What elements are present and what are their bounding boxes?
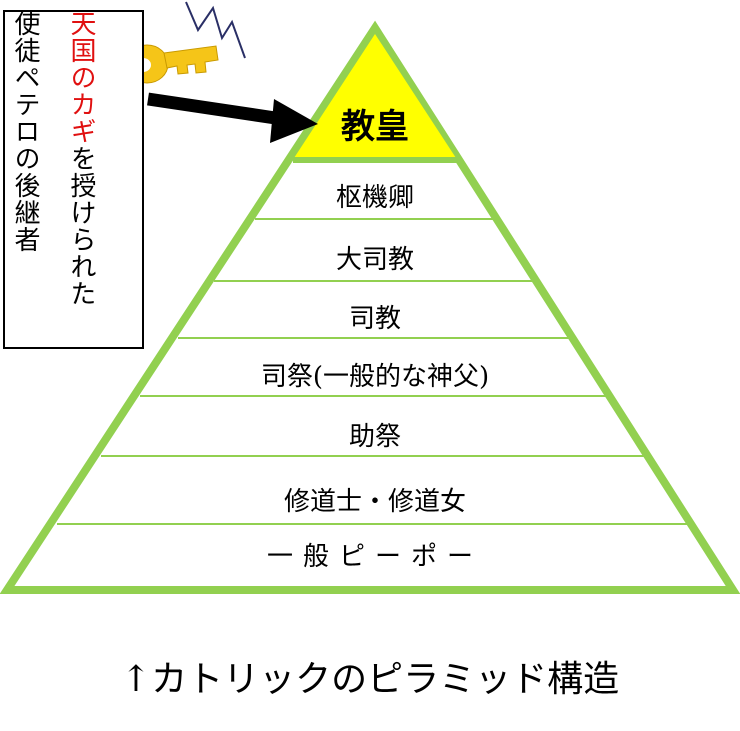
annotation-line: 天国のカギを授けられた [66, 10, 96, 307]
caption: ↑カトリックのピラミッド構造 [120, 659, 620, 700]
sparkle-icon [185, 1, 246, 59]
tier-label: 大司教 [336, 245, 414, 275]
arrow-icon [147, 92, 318, 143]
annotation-line: 使徒ペテロの後継者 [10, 10, 40, 253]
annotation-black-text: を授けられた [66, 145, 96, 307]
annotation-box [3, 10, 144, 349]
tier-label: 司祭(一般的な神父) [261, 362, 489, 392]
tier-label: 修道士・修道女 [284, 487, 466, 517]
apex-fill [294, 34, 456, 158]
pyramid-outline [0, 20, 740, 594]
tier-label: 一般ピーポー [267, 542, 483, 572]
apex-label: 教皇 [341, 107, 409, 147]
tier-label: 枢機卿 [336, 183, 414, 213]
annotation-red-text: 天国のカギ [66, 10, 96, 145]
tier-label: 助祭 [349, 422, 401, 452]
tier-label: 司教 [349, 304, 401, 334]
